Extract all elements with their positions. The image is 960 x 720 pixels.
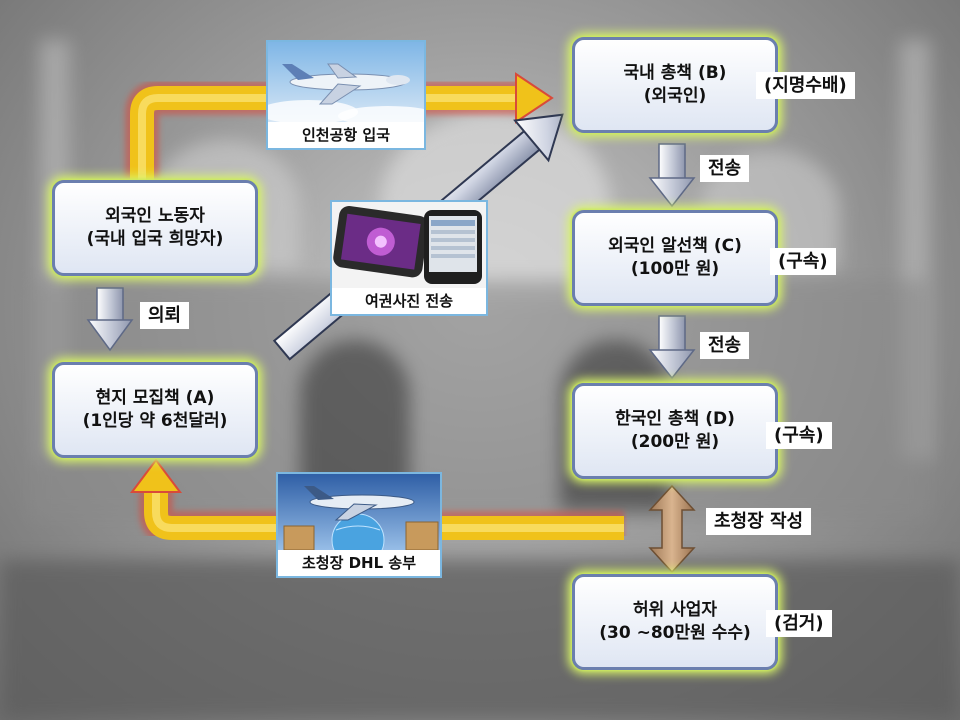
flow-arrow-send-b-to-c <box>648 143 696 208</box>
node-fake-business-subtitle: (30 ~80만원 수수) <box>599 623 751 643</box>
node-local-recruiter: 현지 모집책 (A) (1인당 약 6천달러) <box>52 362 258 458</box>
picture-dhl-caption: 초청장 DHL 송부 <box>278 550 440 576</box>
node-domestic-chief-title: 국내 총책 (B) <box>623 63 727 84</box>
node-korean-chief-title: 한국인 총책 (D) <box>615 409 735 430</box>
flow-arrow-request <box>86 287 134 352</box>
node-local-recruiter-subtitle: (1인당 약 6천달러) <box>82 411 228 431</box>
picture-airport: 인천공항 입국 <box>266 40 426 150</box>
label-request: 의뢰 <box>140 302 190 330</box>
picture-airport-caption: 인천공항 입국 <box>268 122 424 148</box>
node-foreign-broker: 외국인 알선책 (C) (100만 원) <box>572 210 778 306</box>
node-foreign-worker-subtitle: (국내 입국 희망자) <box>86 229 224 249</box>
airplane-icon <box>268 42 424 126</box>
node-domestic-chief-subtitle: (외국인) <box>643 86 707 106</box>
label-send-b-c: 전송 <box>700 155 750 183</box>
status-wanted: (지명수배) <box>756 72 855 100</box>
node-fake-business-title: 허위 사업자 <box>632 600 718 621</box>
background-base <box>0 560 960 720</box>
flow-arrow-invitation-link <box>648 484 696 574</box>
node-domestic-chief: 국내 총책 (B) (외국인) <box>572 37 778 133</box>
status-arrest-c: (구속) <box>770 248 836 276</box>
flow-arrow-send-c-to-d <box>648 315 696 380</box>
cargo-plane-icon <box>278 474 440 554</box>
picture-phone: 여권사진 전송 <box>330 200 488 316</box>
node-fake-business: 허위 사업자 (30 ~80만원 수수) <box>572 574 778 670</box>
flow-arrow-worker-to-chief <box>125 72 554 180</box>
node-korean-chief: 한국인 총책 (D) (200만 원) <box>572 383 778 479</box>
label-invitation-written: 초청장 작성 <box>706 508 812 536</box>
node-local-recruiter-title: 현지 모집책 (A) <box>95 388 215 409</box>
picture-phone-caption: 여권사진 전송 <box>332 288 486 314</box>
status-arrest-d: (구속) <box>766 422 832 450</box>
node-korean-chief-subtitle: (200만 원) <box>630 432 720 452</box>
flow-arrow-invitation-to-recruiter <box>130 458 624 545</box>
node-foreign-broker-subtitle: (100만 원) <box>630 259 720 279</box>
status-caught: (검거) <box>766 610 832 638</box>
smartphone-icon <box>332 202 486 290</box>
node-foreign-worker-title: 외국인 노동자 <box>105 206 205 227</box>
label-send-c-d: 전송 <box>700 332 750 360</box>
node-foreign-broker-title: 외국인 알선책 (C) <box>608 236 742 257</box>
node-foreign-worker: 외국인 노동자 (국내 입국 희망자) <box>52 180 258 276</box>
picture-dhl: 초청장 DHL 송부 <box>276 472 442 578</box>
